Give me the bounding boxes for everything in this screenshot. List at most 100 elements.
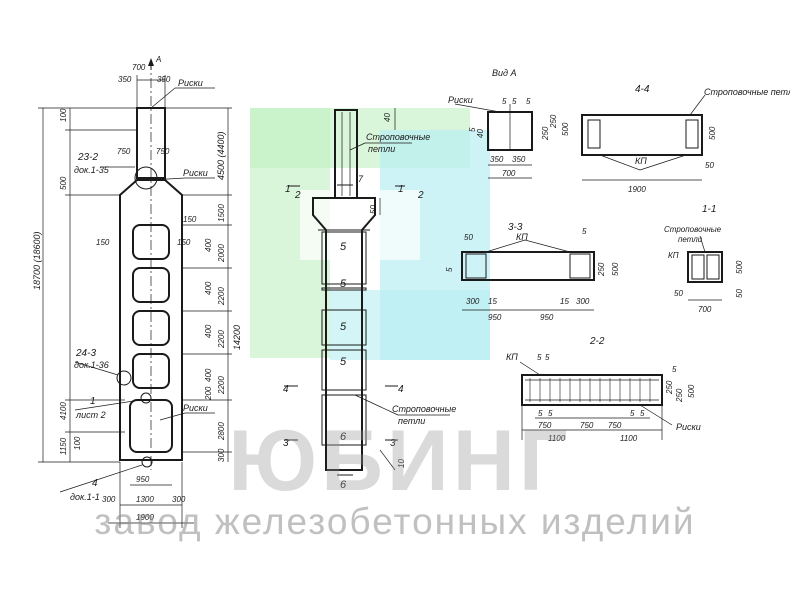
leader-1 (74, 399, 141, 411)
dim-4100-left: 4100 (59, 402, 68, 420)
mark-5-d: 5 (340, 356, 347, 368)
dim-5-33-v: 5 (445, 267, 454, 272)
side-body (312, 197, 376, 471)
mark-3-left: 3 (283, 438, 289, 449)
sec44-rebar-l (587, 119, 601, 149)
dim-300-33: 300 (466, 297, 480, 306)
label-arrow-a: А (155, 55, 161, 64)
mark-7: 7 (358, 174, 364, 184)
dim-750-22-c: 750 (608, 421, 622, 430)
dim-300-right: 300 (217, 448, 226, 462)
opening-4 (132, 353, 170, 389)
arrow-a-head (148, 58, 154, 66)
mark-2-left: 2 (294, 190, 301, 201)
detail-circle-4 (141, 456, 153, 468)
dim-950-33-r: 950 (540, 313, 554, 322)
section-1-1: 1-1 Строповочные петли КП 50 700 500 50 (664, 204, 744, 314)
dim-150-left: 150 (96, 238, 110, 247)
dim-200-right: 200 (204, 386, 213, 401)
dim-5-viewa-1: 5 (502, 97, 507, 106)
label-ref-1: 1 (90, 396, 96, 407)
dim-500-left: 500 (59, 176, 68, 190)
detail-circle-24-3 (116, 370, 132, 386)
dim-5-22-f: 5 (630, 409, 635, 418)
label-kp-44: КП (635, 156, 647, 166)
dim-2200-right-3: 2200 (217, 376, 226, 395)
dim-150-right: 150 (183, 215, 197, 224)
leader-riski-mid (150, 177, 186, 181)
dim-18700: 18700 (18600) (32, 231, 42, 290)
opening-2 (132, 267, 170, 303)
dim-50-11-r: 50 (735, 289, 744, 298)
dim-100-low: 100 (73, 436, 82, 450)
label-24-3: 24-3 (75, 348, 96, 359)
dim-400-1: 400 (204, 238, 213, 252)
sec11-body (687, 251, 723, 283)
mark-6-b: 6 (340, 479, 347, 491)
section-4-4: 4-4 Строповочные петли КП 1900 50 500 (581, 84, 790, 194)
dim-750-22-b: 750 (580, 421, 594, 430)
label-stropovochnye-top: Строповочные (366, 132, 430, 142)
dim-1900-bottom: 1900 (136, 513, 154, 522)
sec22-leader-riski (639, 404, 673, 426)
label-dok-1-36: док.1-36 (74, 360, 109, 370)
dim-40-side: 40 (383, 113, 392, 122)
opening-1 (132, 224, 170, 260)
label-petli-44: Строповочные петли (704, 87, 790, 97)
label-vid-a: Вид А (492, 68, 517, 78)
mark-4-left: 4 (283, 384, 289, 395)
mark-4-right: 4 (398, 384, 404, 395)
dim-250-33: 250 (597, 262, 606, 277)
watermark-subtitle: завод железобетонных изделий (94, 501, 696, 542)
dim-300-33-r: 300 (576, 297, 590, 306)
dim-1150-left: 1150 (59, 437, 68, 455)
dim-750-left: 750 (117, 147, 131, 156)
leader-riski-top (150, 87, 176, 109)
label-dok-1-1: док.1-1 (70, 492, 100, 502)
dim-1100-22-l: 1100 (548, 434, 566, 443)
detail-circle-1 (140, 392, 152, 404)
leader-riski-low (159, 412, 186, 421)
sec22-leader-kp (519, 361, 541, 376)
label-23-2: 23-2 (77, 152, 98, 163)
dim-5-22-d: 5 (538, 409, 543, 418)
dim-950-bottom: 950 (136, 475, 150, 484)
dim-750-right: 750 (156, 147, 170, 156)
mark-5-a: 5 (340, 241, 347, 253)
sec44-body (581, 114, 703, 156)
side-view-column (284, 108, 450, 476)
dim-5-22-a: 5 (537, 353, 542, 362)
detail-circle-23-2 (134, 166, 158, 190)
watermark-brand: ЮБИНГ (228, 413, 572, 509)
dim-350-viewa-l: 350 (490, 155, 504, 164)
label-stropovochnye-11: Строповочные (664, 225, 722, 234)
label-3-3: 3-3 (508, 222, 523, 233)
dim-1500-right: 1500 (217, 204, 226, 222)
watermark-cyan-low (330, 290, 490, 360)
side-cell-1 (321, 231, 367, 285)
dim-950-33-l: 950 (488, 313, 502, 322)
front-view-column (38, 58, 232, 528)
dim-350-right: 350 (157, 75, 171, 84)
dim-4500: 4500 (4400) (216, 131, 226, 180)
dim-1900-44: 1900 (628, 185, 646, 194)
mark-6-a: 6 (340, 431, 347, 443)
dim-10-side: 10 (397, 459, 406, 468)
label-kp-22: КП (506, 352, 518, 362)
sec22-hatching (529, 378, 651, 402)
sec22-body (521, 374, 663, 406)
mark-5-b: 5 (340, 278, 347, 290)
dim-2800-right: 2800 (217, 422, 226, 441)
sec11-rebar-r (706, 254, 720, 280)
label-4-4: 4-4 (635, 84, 650, 95)
dim-500-11: 500 (735, 260, 744, 274)
dim-500-22: 500 (687, 384, 696, 398)
front-view-texts: А 700 350 350 Риски 750 750 23-2 док.1-3… (32, 55, 242, 522)
dim-10-line (379, 449, 396, 471)
label-kp-33: КП (516, 232, 528, 242)
label-stropovochnye-low: Строповочные (392, 404, 456, 414)
dim-400-4: 400 (204, 368, 213, 382)
